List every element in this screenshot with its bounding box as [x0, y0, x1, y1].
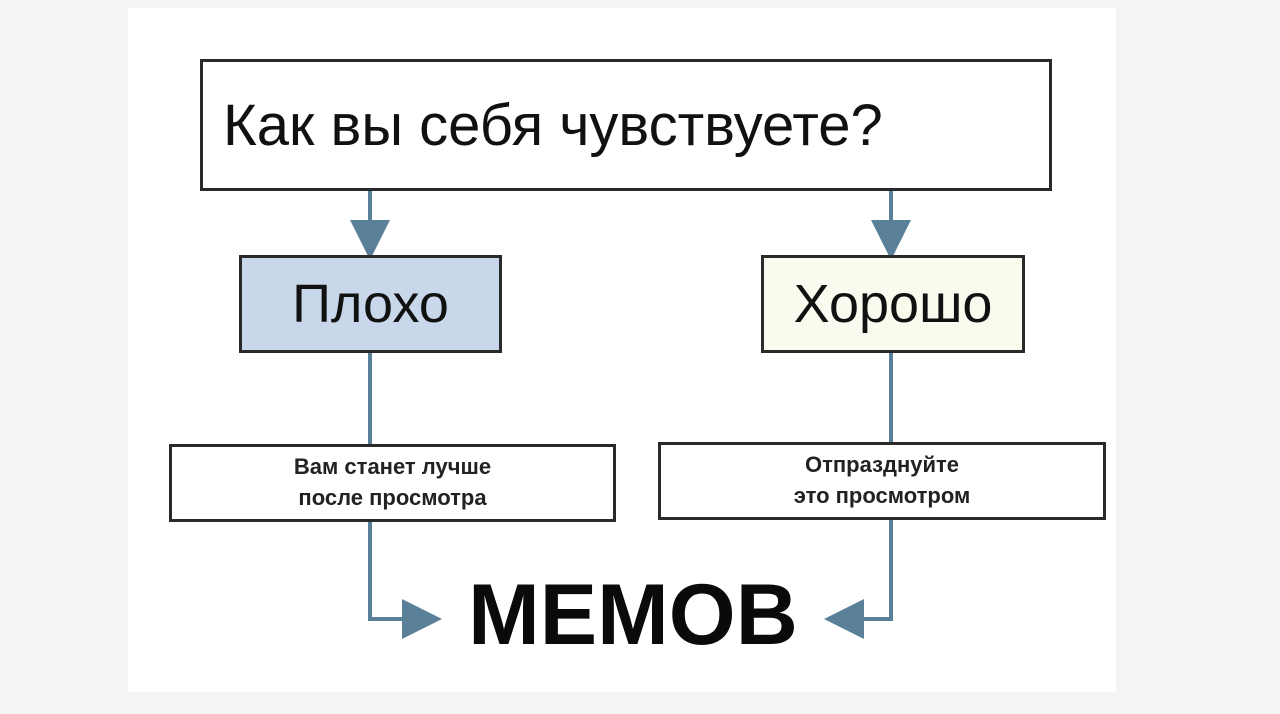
good-note-box: Отпразднуйте это просмотром	[658, 442, 1106, 520]
question-text: Как вы себя чувствуете?	[223, 92, 883, 158]
question-box: Как вы себя чувствуете?	[200, 59, 1052, 191]
bad-note-line-1: Вам станет лучше	[293, 454, 492, 480]
bad-note-box: Вам станет лучше после просмотра	[169, 444, 616, 522]
bad-option-box: Плохо	[239, 255, 502, 353]
good-option-label: Хорошо	[793, 274, 993, 334]
result-text: МЕМОВ	[468, 566, 798, 663]
good-note-line-2: это просмотром	[793, 483, 971, 508]
good-note-line-1: Отпразднуйте	[804, 452, 960, 478]
good-option-box: Хорошо	[761, 255, 1025, 353]
bad-note-line-2: после просмотра	[298, 485, 487, 510]
bad-option-label: Плохо	[292, 274, 449, 334]
